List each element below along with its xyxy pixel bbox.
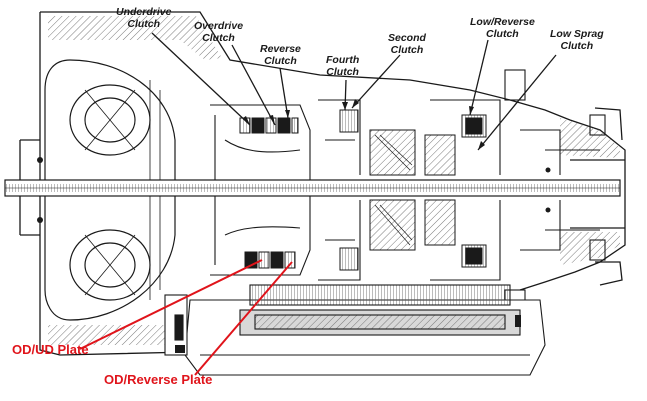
od-ud-plate-label: OD/UD Plate: [12, 342, 89, 357]
od-reverse-plate-label: OD/Reverse Plate: [104, 372, 213, 387]
red-callout-lines: [79, 259, 293, 376]
clutch-drums: [210, 99, 501, 281]
valve-body: [164, 284, 546, 376]
low-reverse-clutch-label: Low/Reverse Clutch: [470, 16, 535, 40]
fourth-clutch-label: Fourth Clutch: [326, 54, 360, 78]
reverse-clutch-label: Reverse Clutch: [260, 43, 301, 67]
clutch-packs-upper: [239, 109, 487, 138]
planetary-gears: [369, 129, 456, 251]
low-sprag-clutch-label: Low Sprag Clutch: [550, 28, 604, 52]
overdrive-clutch-label: Overdrive Clutch: [194, 20, 244, 44]
clutch-packs-lower: [244, 244, 487, 271]
housing-hatch-bottom: [48, 325, 190, 345]
leader-arrowheads: [243, 99, 485, 150]
torque-converter: [44, 59, 176, 321]
fastener-details: [37, 157, 551, 353]
underdrive-clutch-label: Underdrive Clutch: [116, 6, 172, 30]
housing-hatch-right: [560, 118, 620, 158]
label-leaders: [151, 32, 557, 151]
main-shaft: [4, 179, 621, 197]
second-clutch-label: Second Clutch: [388, 32, 426, 56]
housing-hatch-top: [48, 16, 222, 60]
